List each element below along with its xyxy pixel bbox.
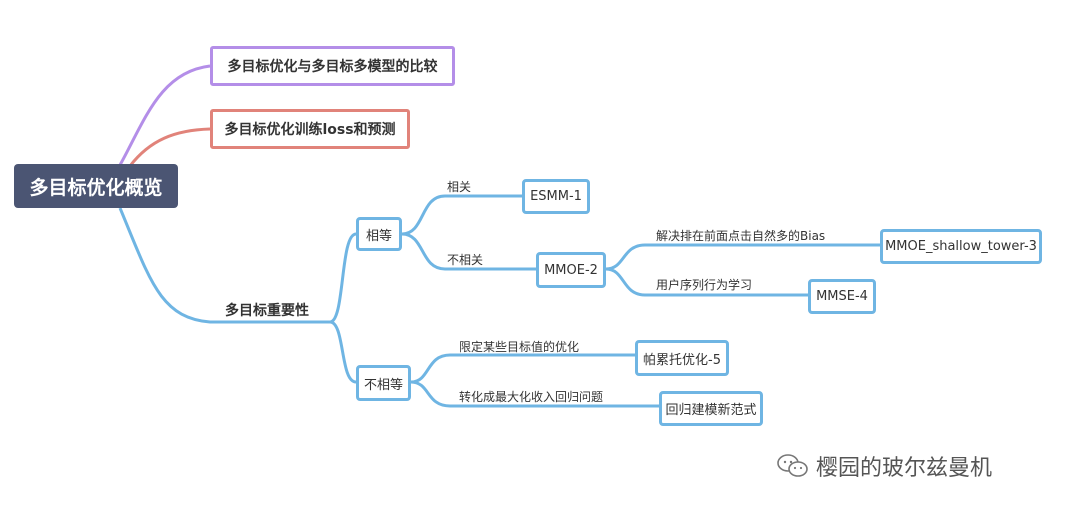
mmse-node[interactable]: MMSE-4 [808, 279, 876, 314]
seq-edge-label: 用户序列行为学习 [656, 278, 753, 292]
root-node[interactable]: 多目标优化概览 [14, 164, 178, 208]
bias-edge-label: 解决排在前面点击自然多的Bias [656, 229, 826, 243]
branch-train-node[interactable]: 多目标优化训练loss和预测 [210, 109, 410, 149]
branch-importance-node[interactable]: 多目标重要性 [225, 303, 309, 319]
related-edge-label: 相关 [447, 180, 472, 194]
equal-node[interactable]: 相等 [356, 217, 402, 251]
mmoe-node[interactable]: MMOE-2 [536, 252, 606, 288]
esmm-node[interactable]: ESMM-1 [522, 179, 590, 214]
regression-node[interactable]: 回归建模新范式 [659, 391, 763, 426]
unrelated-edge-label: 不相关 [447, 253, 484, 267]
watermark-text: 樱园的玻尔兹曼机 [816, 456, 993, 481]
wechat-icon [777, 454, 808, 477]
watermark: 樱园的玻尔兹曼机 [776, 450, 992, 482]
mmoe-shallow-tower-node[interactable]: MMOE_shallow_tower-3 [880, 229, 1042, 264]
convert-edge-label: 转化成最大化收入回归问题 [459, 390, 604, 404]
unequal-node[interactable]: 不相等 [356, 365, 411, 401]
branch-compare-node[interactable]: 多目标优化与多目标多模型的比较 [210, 46, 455, 86]
limit-edge-label: 限定某些目标值的优化 [459, 340, 580, 354]
pareto-node[interactable]: 帕累托优化-5 [635, 340, 729, 376]
